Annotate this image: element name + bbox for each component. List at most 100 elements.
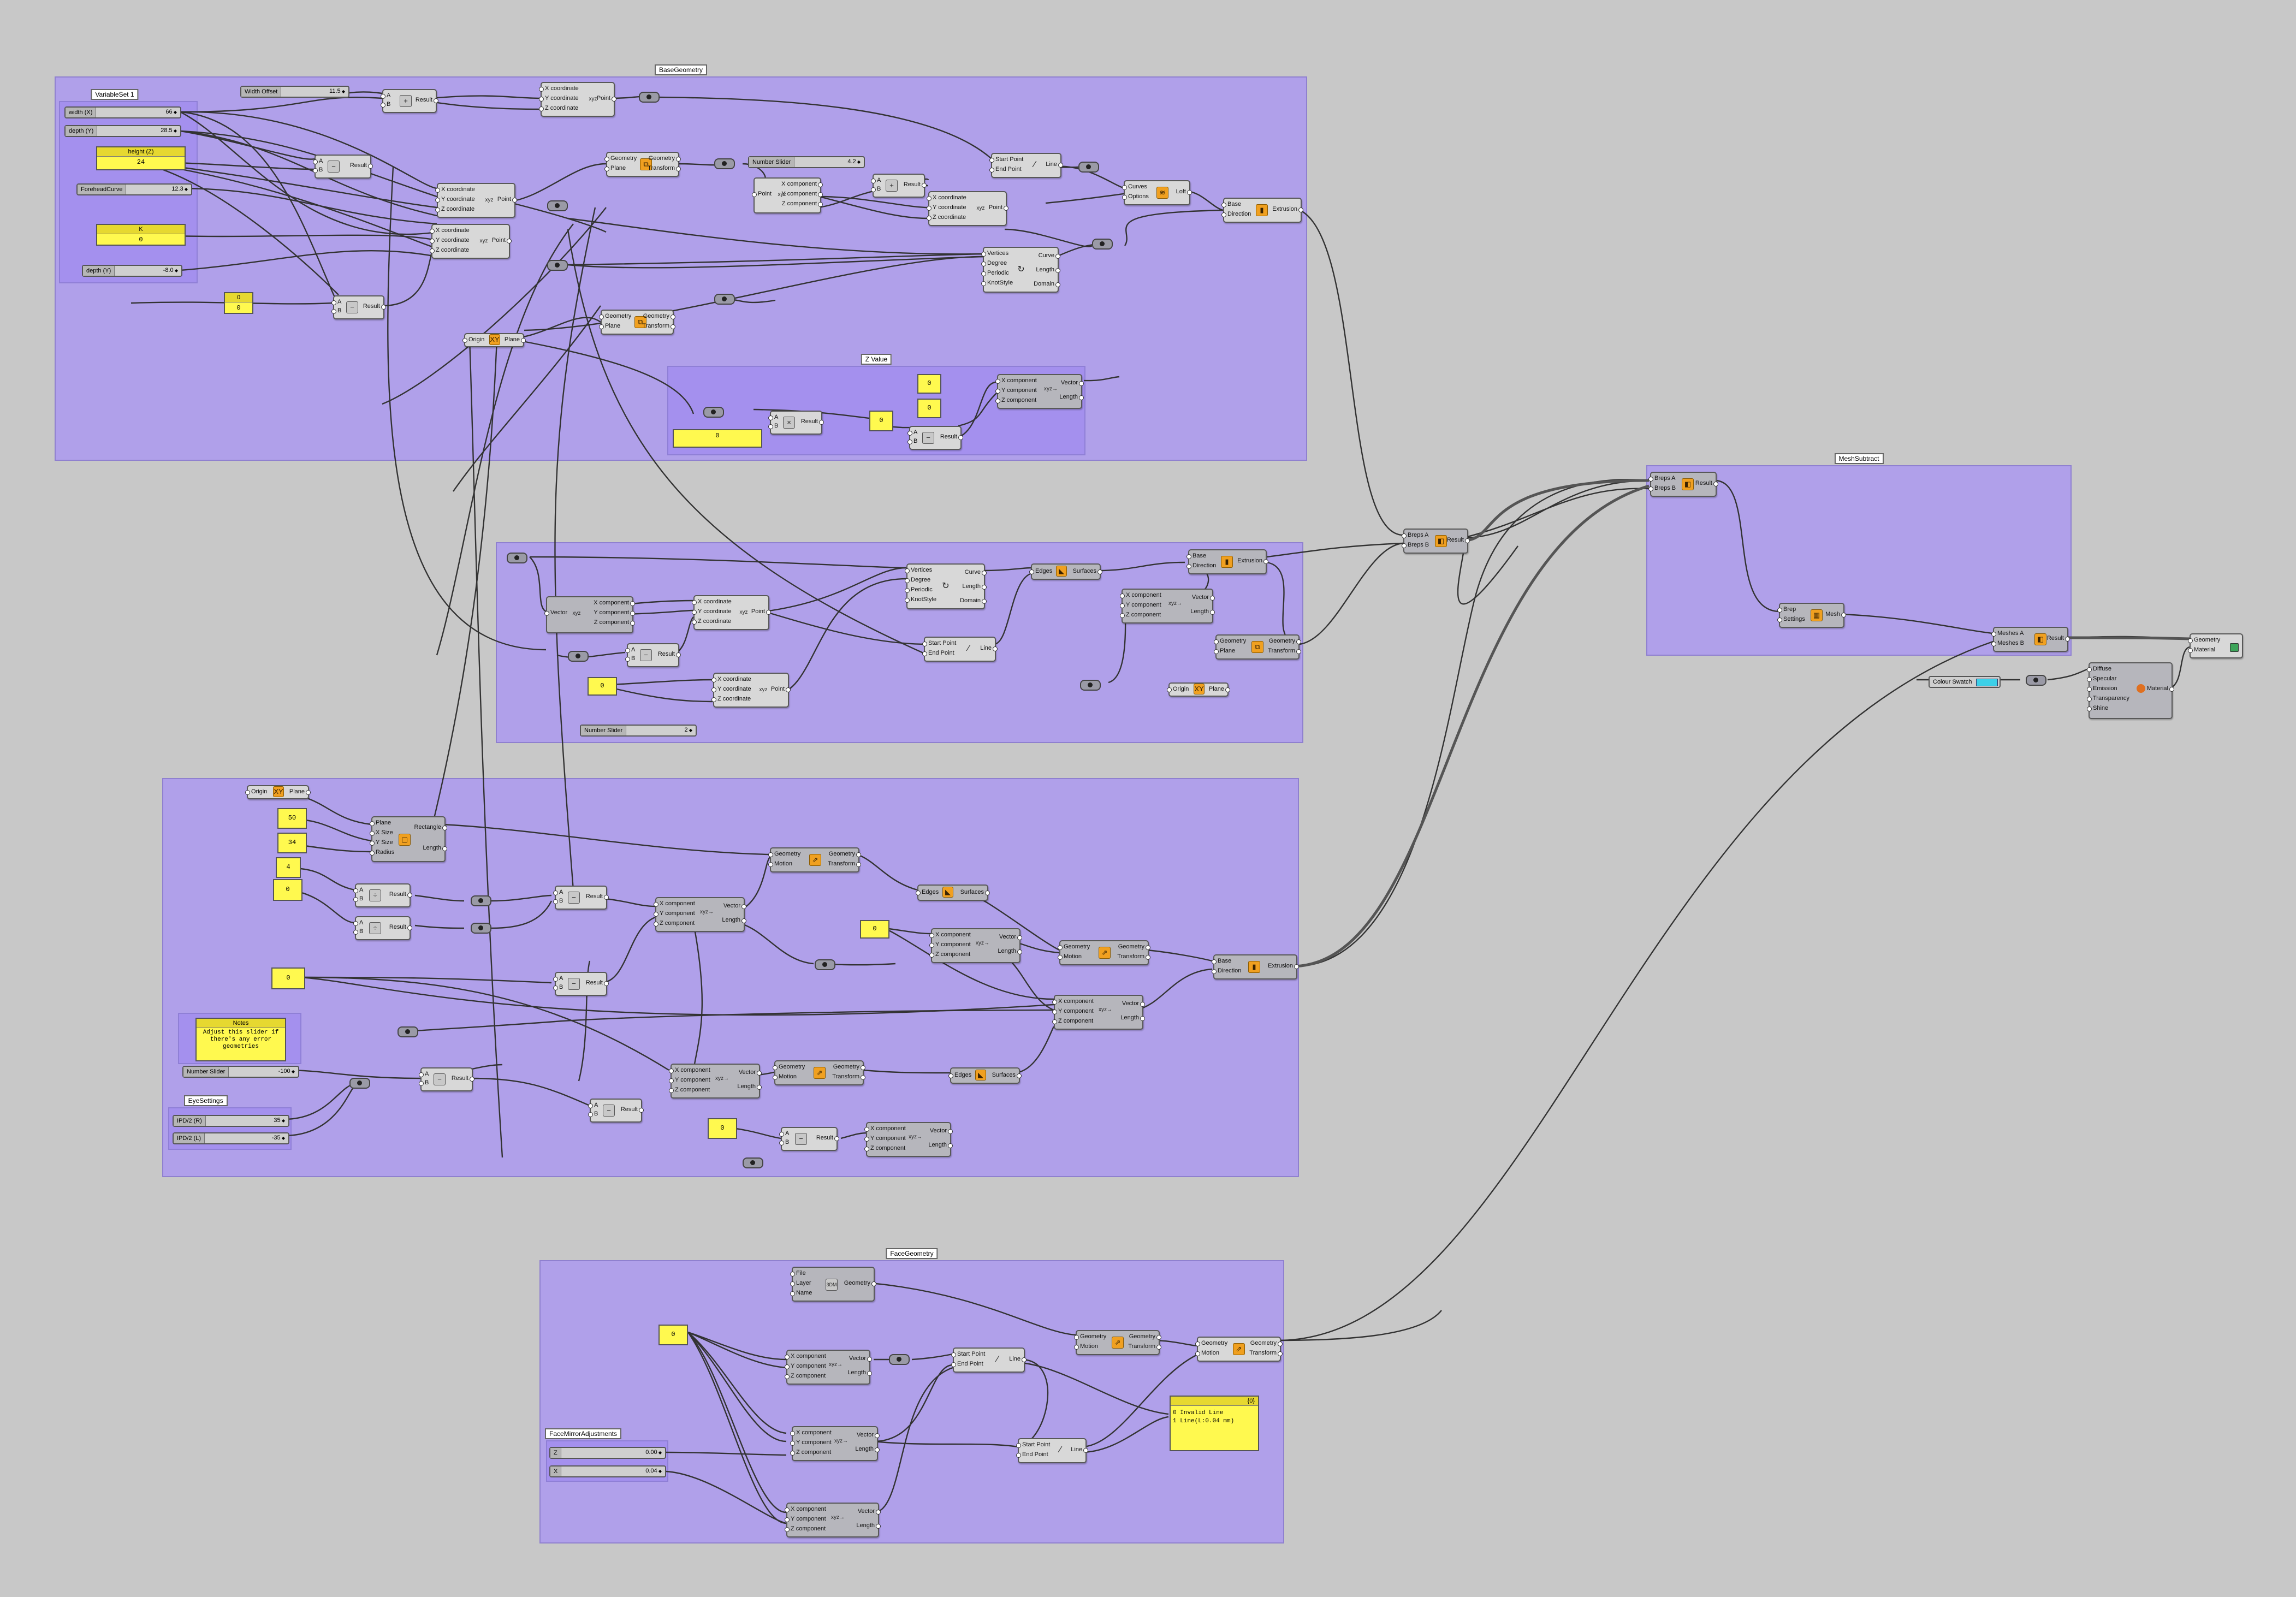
construct-vector-component[interactable]: X component Y component Z component xyz→… [790,1426,880,1461]
xy-plane-component[interactable]: Origin XY Plane [1166,682,1231,697]
output-length[interactable]: Length [737,1083,762,1090]
input-b[interactable]: B [779,1139,790,1145]
input-diffuse[interactable]: Diffuse [2086,666,2112,672]
output-length[interactable]: Length [962,583,987,590]
input-z[interactable]: Z coordinate [538,105,579,111]
input-b[interactable]: B [353,928,364,935]
output-geometry[interactable]: Geometry [1129,1333,1162,1340]
number-slider-mid[interactable]: Number Slider 2 [580,725,697,737]
output-result[interactable]: Result [620,1106,644,1113]
construct-vector-component[interactable]: X component Y component Z component xyz→… [1052,995,1146,1030]
input-geometry[interactable]: Geometry [772,1064,805,1070]
input-settings[interactable]: Settings [1777,616,1805,622]
edge-surface-component[interactable]: Edges ◣ Surfaces [948,1067,1022,1084]
multiplication-component[interactable]: A B × Result [768,411,824,435]
input-x[interactable]: X component [1052,998,1094,1005]
output-y[interactable]: Y component [781,191,823,197]
output-point[interactable]: Point [988,204,1009,211]
output-result[interactable]: Result [657,651,681,657]
input-start[interactable]: Start Point [922,640,957,646]
xy-plane-component[interactable]: Origin XY Plane [245,785,311,799]
output-length[interactable]: Length [1036,266,1060,273]
input-motion[interactable]: Motion [1073,1343,1099,1350]
mesh-difference-component[interactable]: Meshes A Meshes B ◧ Result [1991,627,2070,652]
input-y[interactable]: Y component [929,941,971,948]
input-a[interactable]: A [353,887,364,893]
input-geometry[interactable]: Geometry [1195,1340,1228,1346]
construct-point-component[interactable]: X coordinate Y coordinate Z coordinate x… [926,191,1009,226]
input-x[interactable]: X component [785,1353,826,1359]
input-z[interactable]: Z coordinate [435,206,475,212]
mirror-component[interactable]: Geometry Plane ⧉ Geometry Transform [598,310,676,335]
output-result[interactable]: Result [2046,635,2070,642]
input-b[interactable]: B [331,307,342,314]
input-z[interactable]: Z component [668,1087,710,1093]
output-result[interactable]: Result [585,979,609,986]
input-y[interactable]: Y coordinate [539,95,579,102]
input-shine[interactable]: Shine [2086,705,2109,711]
input-options[interactable]: Options [1122,193,1149,200]
import-3dm-component[interactable]: File Layer Name 3DM Geometry [790,1267,877,1302]
input-x[interactable]: X coordinate [539,85,579,92]
output-transform[interactable]: Transform [828,860,861,867]
input-x[interactable]: X component [1120,592,1161,598]
input-a[interactable]: A [870,177,881,183]
output-geometry[interactable]: Geometry [833,1064,866,1070]
input-x[interactable]: X coordinate [435,186,475,193]
depth-y-slider[interactable]: depth (Y) 28.5 [64,125,181,137]
width-x-slider[interactable]: width (X) 66 [64,106,181,118]
input-y[interactable]: Y component [995,387,1037,394]
input-b[interactable]: B [588,1111,598,1117]
input-x[interactable]: X component [929,931,971,938]
extrude-component[interactable]: Base Direction ▮ Extrusion [1186,549,1268,574]
relay-node[interactable] [507,553,527,563]
output-point[interactable]: Point [751,608,772,615]
output-vector[interactable]: Vector [857,1508,881,1515]
input-geometry[interactable]: Geometry [1073,1333,1107,1340]
input-base[interactable]: Base [1186,553,1207,559]
output-length[interactable]: Length [847,1369,872,1376]
input-b[interactable]: B [380,101,391,108]
input-vertices[interactable]: Vertices [981,250,1009,257]
input-a[interactable]: A [768,414,779,420]
construct-vector-component[interactable]: X component Y component Z component xyz→… [864,1122,953,1157]
output-line[interactable]: Line [1071,1446,1088,1453]
output-vector[interactable]: Vector [723,903,747,909]
relay-node[interactable] [1078,162,1099,173]
input-z[interactable]: Z coordinate [711,696,751,702]
input-b[interactable]: B [312,167,323,173]
colour-swatch[interactable]: Colour Swatch [1929,676,2001,688]
solid-difference-component[interactable]: Breps A Breps B ◧ Result [1401,529,1470,554]
input-b[interactable]: B [870,186,881,192]
output-result[interactable]: Result [816,1135,840,1141]
input-knotstyle[interactable]: KnotStyle [904,596,937,603]
extrude-component[interactable]: Base Direction ▮ Extrusion [1221,198,1303,223]
input-breps-a[interactable]: Breps A [1402,532,1429,538]
output-length[interactable]: Length [1059,394,1084,400]
face-panel[interactable]: 0 [658,1325,688,1345]
input-x[interactable]: X component [669,1067,710,1073]
relay-node[interactable] [639,92,660,103]
edge-surface-component[interactable]: Edges ◣ Surfaces [1029,563,1103,580]
input-meshes-a[interactable]: Meshes A [1991,630,2024,637]
input-x[interactable]: X component [790,1429,832,1436]
input-b[interactable]: B [553,984,563,990]
ipd-right-slider[interactable]: IPD/2 (R) 35 [173,1115,289,1127]
input-plane[interactable]: Plane [604,165,626,171]
input-base[interactable]: Base [1211,958,1232,964]
output-result[interactable]: Result [903,181,927,188]
subtraction-component[interactable]: A B − Result [418,1067,475,1091]
construct-vector-component[interactable]: X component Y component Z component xyz→… [784,1350,873,1385]
construct-point-component[interactable]: X coordinate Y coordinate Z coordinate x… [435,183,518,218]
construct-point-component[interactable]: X coordinate Y coordinate Z coordinate x… [711,673,791,708]
input-a[interactable]: A [553,975,563,982]
move-component[interactable]: Geometry Motion ⇗ Geometry Transform [1073,1330,1162,1355]
input-geometry[interactable]: Geometry [768,851,801,857]
rect-panel[interactable]: 34 [277,833,307,853]
division-component[interactable]: A B ÷ Result [353,916,413,940]
input-y[interactable]: Y component [654,910,695,917]
output-result[interactable]: Result [415,97,439,103]
input-meshes-b[interactable]: Meshes B [1991,640,2024,646]
line-component[interactable]: Start Point End Point ⁄ Line [989,153,1063,178]
z-panel[interactable]: 0 [673,429,762,448]
